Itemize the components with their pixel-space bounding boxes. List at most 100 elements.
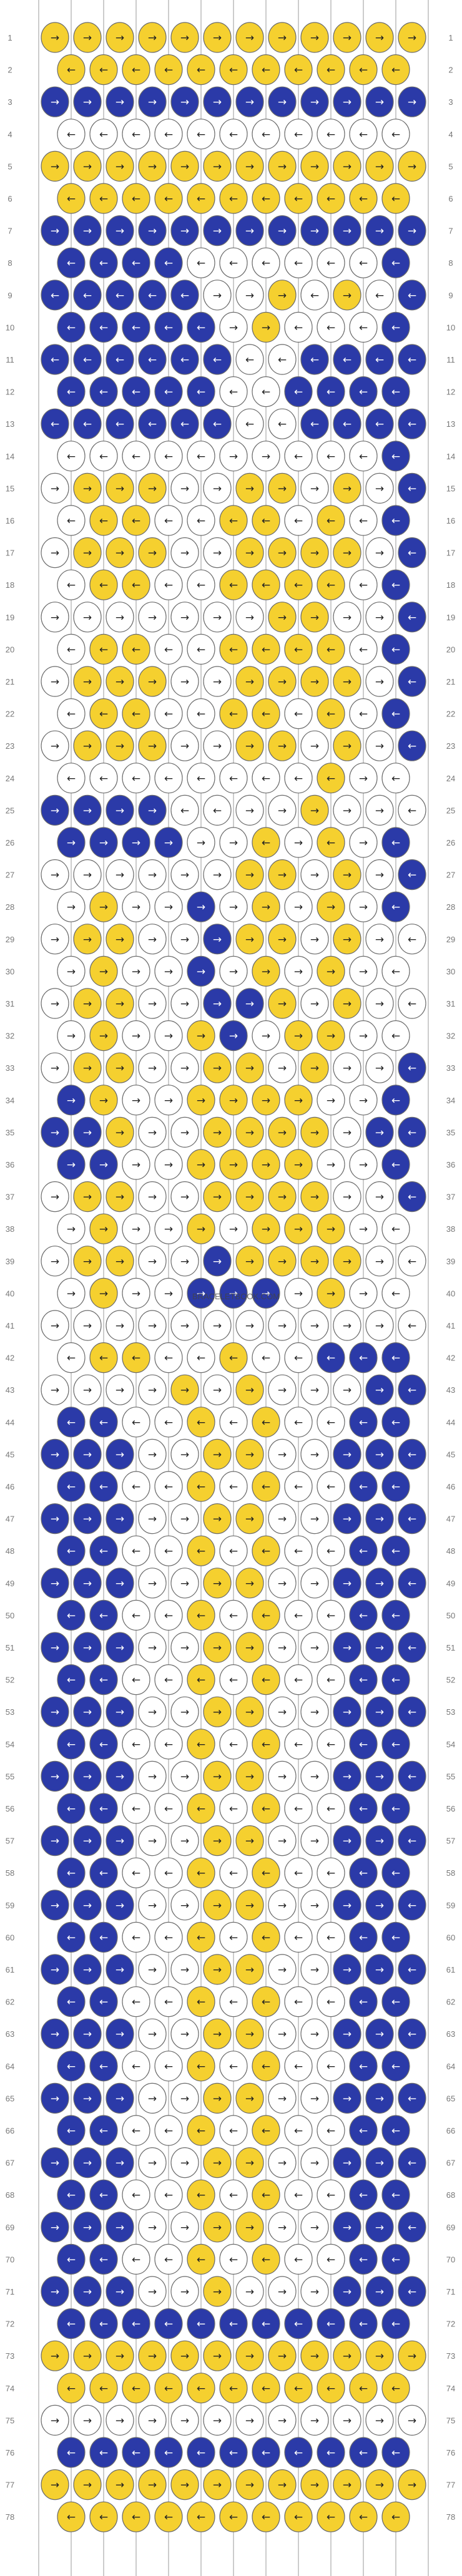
knot-bead — [365, 794, 394, 826]
arrow-right-icon: → — [99, 1095, 108, 1107]
knot-bead — [122, 2501, 150, 2532]
arrow-right-icon: → — [375, 1062, 384, 1075]
arrow-left-icon: ← — [83, 354, 92, 366]
row-number-left: 76 — [6, 2448, 14, 2457]
arrow-right-icon: → — [359, 1223, 368, 1236]
knot-bead — [381, 2437, 410, 2468]
knot-bead — [300, 472, 329, 504]
knot-bead — [333, 1246, 361, 1277]
knot: ← — [122, 633, 150, 665]
knot-bead — [41, 988, 69, 1019]
arrow-right-icon: → — [51, 1900, 59, 1912]
arrow-left-icon: ← — [197, 515, 205, 527]
knot: → — [300, 150, 329, 182]
knot-bead — [154, 633, 183, 665]
knot: → — [268, 1310, 297, 1341]
knot: ← — [284, 1664, 313, 1695]
arrow-left-icon: ← — [197, 579, 205, 592]
knot: ← — [252, 2373, 280, 2404]
knot: → — [170, 1954, 199, 1985]
row-number-right: 2 — [448, 66, 453, 75]
arrow-right-icon: → — [229, 1095, 238, 1107]
arrow-right-icon: → — [359, 965, 368, 978]
knot: ← — [187, 1857, 215, 1888]
arrow-right-icon: → — [213, 2028, 222, 2041]
arrow-left-icon: ← — [408, 1835, 416, 1848]
arrow-right-icon: → — [310, 2286, 319, 2298]
knot: ← — [187, 2179, 215, 2210]
arrow-left-icon: ← — [391, 1095, 400, 1107]
arrow-right-icon: → — [245, 869, 254, 882]
knot-bead — [219, 1664, 248, 1695]
arrow-left-icon: ← — [327, 1931, 335, 1944]
knot-bead — [365, 1374, 394, 1405]
knot-bead — [268, 408, 297, 439]
knot: ← — [317, 2308, 345, 2339]
knot-bead — [57, 1213, 86, 1244]
knot-bead — [333, 280, 361, 311]
knot-bead — [333, 1954, 361, 1985]
knot: → — [284, 955, 313, 987]
arrow-right-icon: → — [375, 740, 384, 753]
knot-bead — [398, 215, 426, 246]
arrow-right-icon: → — [99, 1287, 108, 1300]
arrow-left-icon: ← — [67, 386, 76, 399]
knot-bead — [187, 891, 215, 922]
knot-bead — [57, 1020, 86, 1051]
knot-bead — [365, 2147, 394, 2178]
knot: ← — [57, 2308, 86, 2339]
knot: → — [41, 1438, 69, 1470]
knot: → — [187, 827, 215, 858]
knot: ← — [187, 505, 215, 536]
knot: → — [203, 2018, 232, 2049]
knot-bead — [252, 376, 280, 407]
row-number-left: 5 — [7, 162, 12, 171]
knot: ← — [317, 505, 345, 536]
knot: → — [333, 1503, 361, 1534]
knot-bead — [235, 1374, 264, 1405]
knot-bead — [187, 1342, 215, 1373]
knot-bead — [252, 183, 280, 214]
knot: → — [235, 602, 264, 633]
arrow-right-icon: → — [245, 740, 254, 753]
arrow-right-icon: → — [278, 1126, 287, 1139]
knot: ← — [122, 505, 150, 536]
knot-bead — [349, 2051, 378, 2082]
knot: ← — [252, 698, 280, 729]
knot: → — [235, 2018, 264, 2049]
arrow-left-icon: ← — [164, 1931, 173, 1944]
arrow-right-icon: → — [310, 1062, 319, 1075]
arrow-left-icon: ← — [99, 451, 108, 463]
arrow-right-icon: → — [180, 2028, 189, 2041]
knot-bead — [187, 1535, 215, 1566]
knot-bead — [317, 1149, 345, 1180]
knot: → — [154, 827, 183, 858]
arrow-left-icon: ← — [148, 290, 157, 302]
knot: ← — [170, 408, 199, 439]
arrow-right-icon: → — [115, 482, 124, 495]
arrow-right-icon: → — [180, 482, 189, 495]
row-number-left: 33 — [6, 1063, 14, 1073]
knot: ← — [57, 183, 86, 214]
arrow-right-icon: → — [343, 2157, 351, 2170]
knot-bead — [333, 1632, 361, 1663]
knot-bead — [203, 2340, 232, 2371]
knot: ← — [284, 119, 313, 150]
knot: → — [170, 1116, 199, 1148]
knot-bead — [187, 2437, 215, 2468]
arrow-right-icon: → — [359, 1030, 368, 1043]
arrow-left-icon: ← — [408, 1256, 416, 1268]
knot: → — [365, 1374, 394, 1405]
arrow-right-icon: → — [83, 740, 92, 753]
knot: ← — [219, 569, 248, 600]
arrow-right-icon: → — [359, 837, 368, 849]
row-number-right: 78 — [446, 2512, 455, 2522]
knot-bead — [138, 2276, 167, 2307]
knot-bead — [365, 86, 394, 117]
knot-bead — [154, 955, 183, 987]
knot: → — [300, 2212, 329, 2243]
arrow-left-icon: ← — [99, 1931, 108, 1944]
knot: ← — [252, 1599, 280, 1631]
knot: → — [122, 1085, 150, 1116]
knot-bead — [187, 1213, 215, 1244]
